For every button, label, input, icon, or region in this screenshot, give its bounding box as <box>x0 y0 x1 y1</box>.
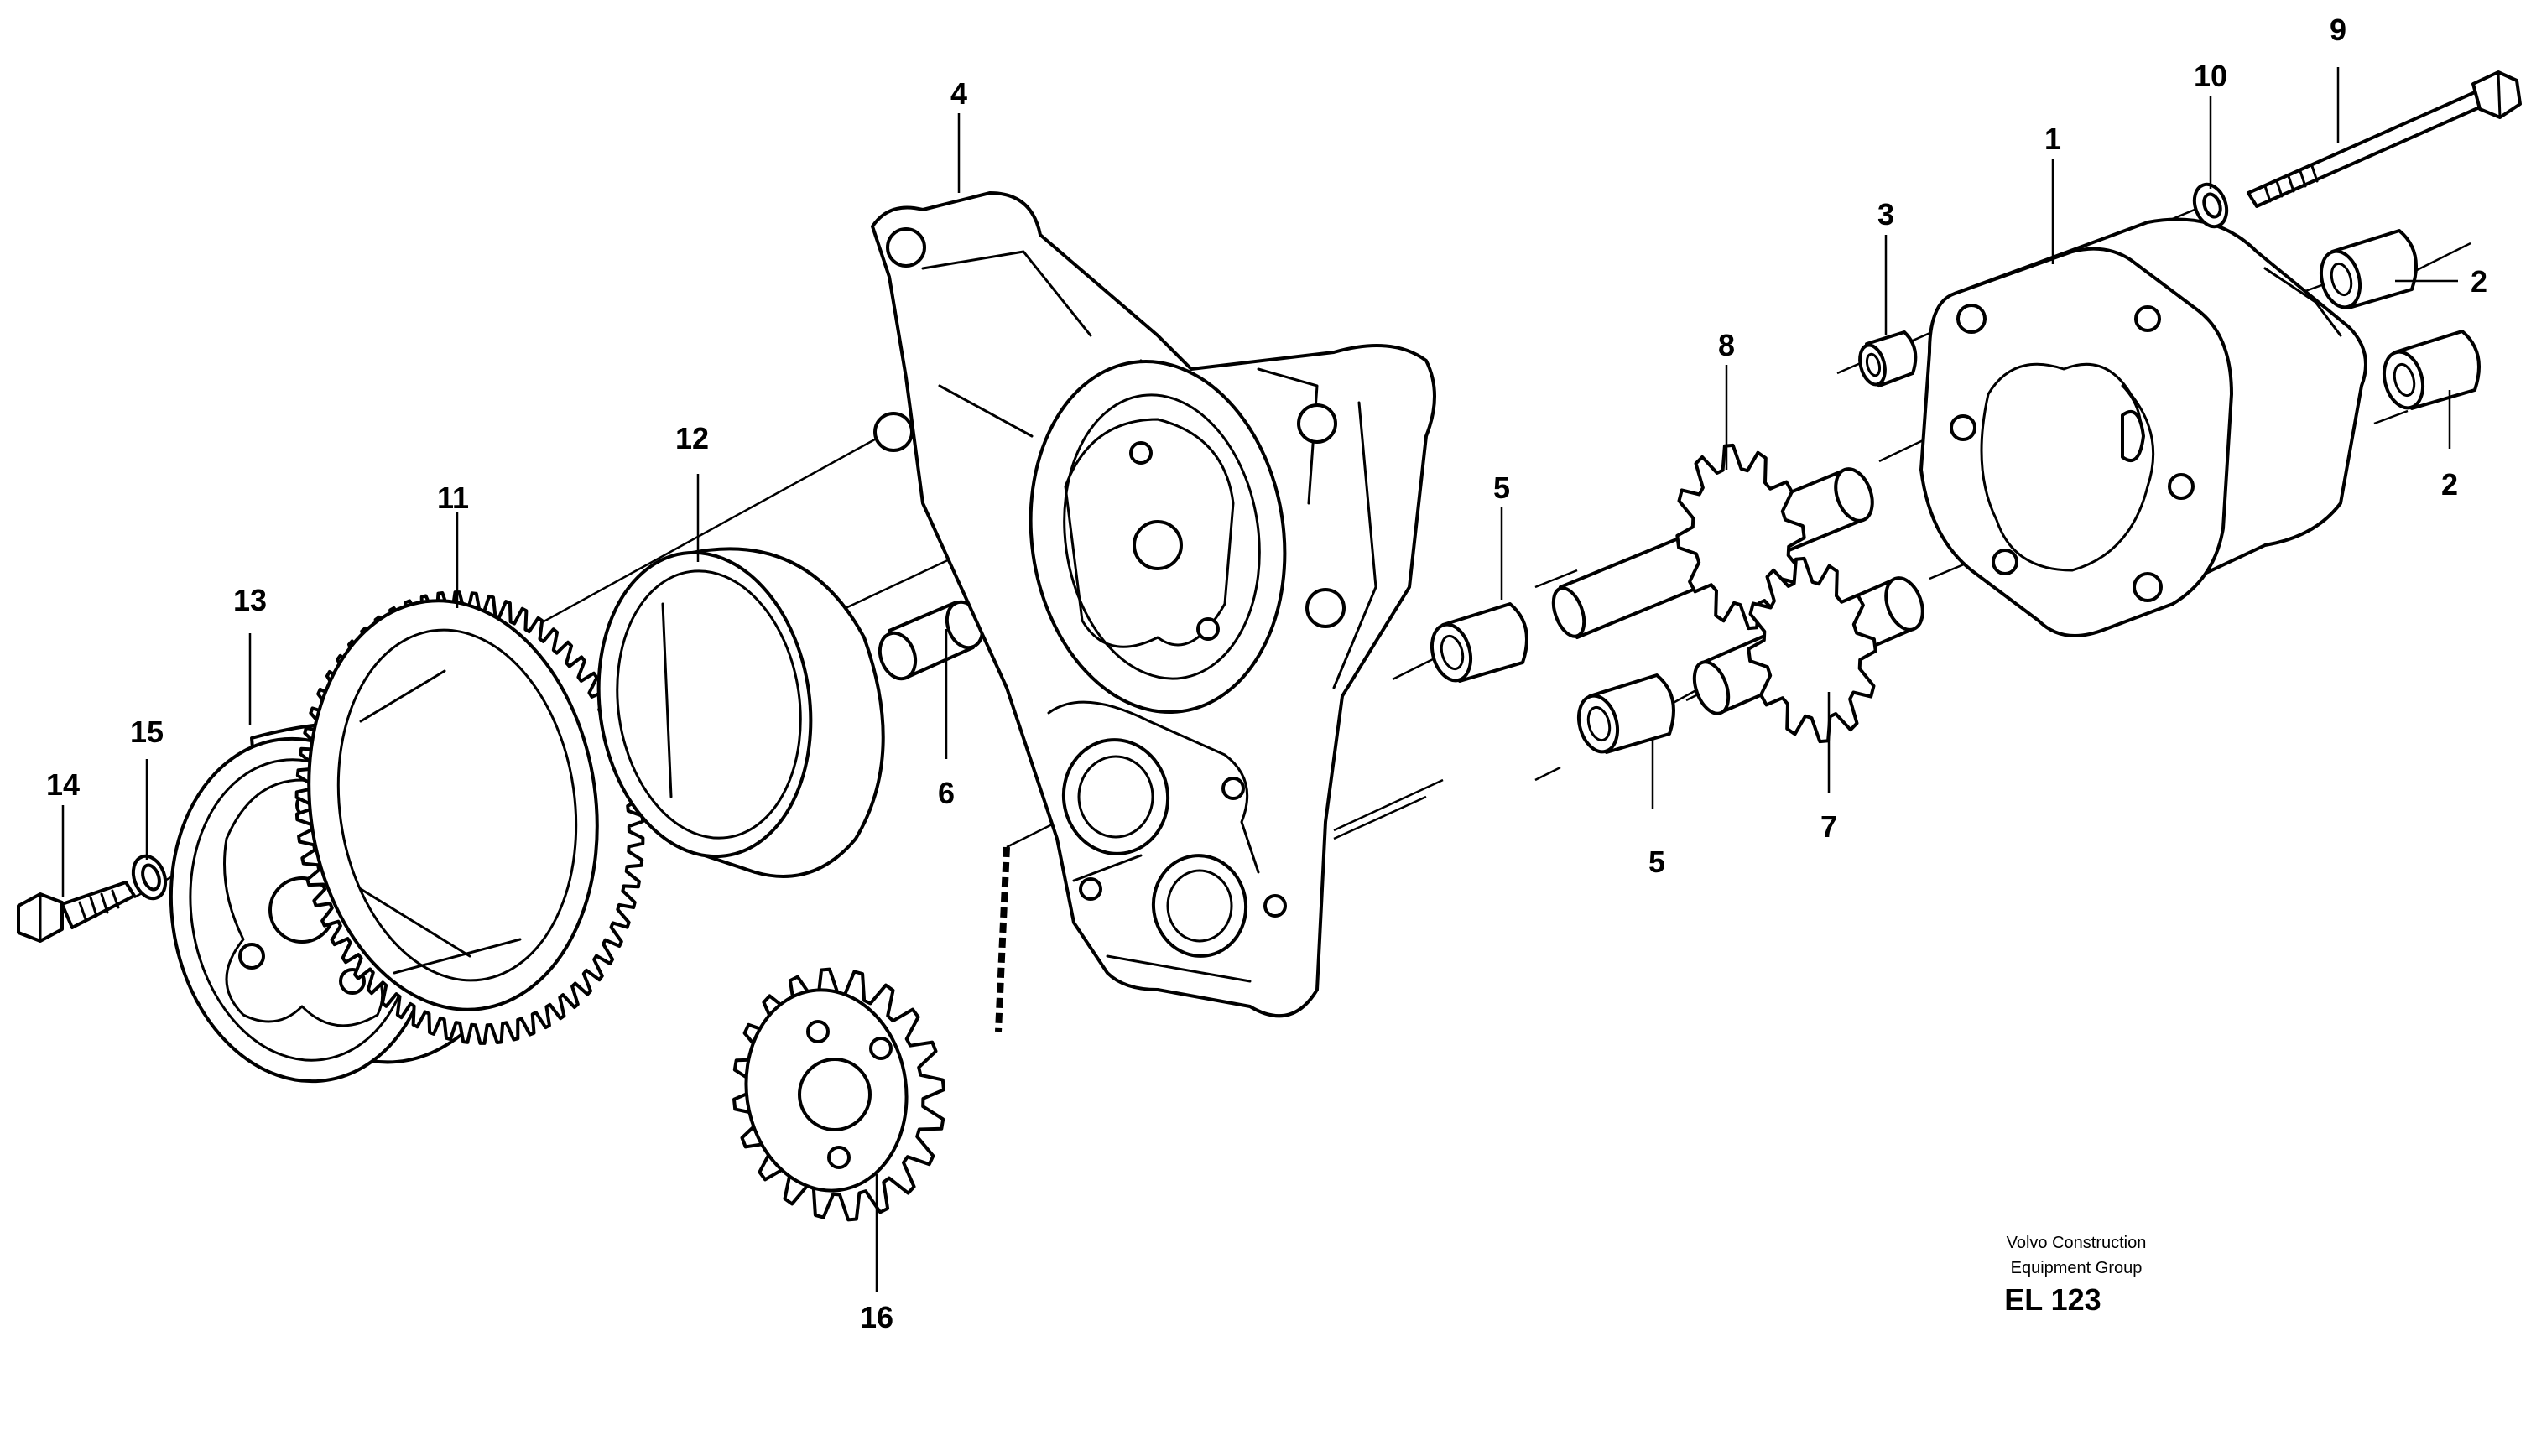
sleeve-part-6 <box>878 600 985 681</box>
housing-part-4 <box>871 191 1436 1018</box>
bushing-part-3 <box>1858 330 1918 387</box>
caption-company-line-2: Equipment Group <box>2011 1259 2143 1277</box>
callout-2-lower: 2 <box>2441 467 2458 502</box>
bushing-part-2-lower <box>2382 330 2481 410</box>
caption-block: Volvo Construction Equipment Group EL 12… <box>2004 1234 2146 1317</box>
callout-12: 12 <box>675 421 709 455</box>
gear-part-16 <box>732 967 945 1222</box>
callout-15: 15 <box>130 715 164 749</box>
bolt-part-14 <box>17 881 136 943</box>
callout-3: 3 <box>1877 197 1894 231</box>
callout-5-lower: 5 <box>1648 845 1665 879</box>
callout-7: 7 <box>1820 809 1837 844</box>
callout-2-upper: 2 <box>2471 264 2487 299</box>
leader-lines <box>61 67 2458 1292</box>
bushing-part-5-lower <box>1576 673 1675 754</box>
callout-16: 16 <box>860 1300 893 1334</box>
washer-part-15 <box>131 854 168 901</box>
washer-part-10 <box>2192 182 2229 229</box>
bolt-part-9 <box>2247 70 2522 208</box>
callout-11: 11 <box>437 481 469 515</box>
callout-5-upper: 5 <box>1493 471 1510 505</box>
callout-4: 4 <box>950 76 967 111</box>
callout-10: 10 <box>2194 59 2227 93</box>
ring-part-12 <box>596 547 885 878</box>
bushing-part-2-upper <box>2319 229 2418 309</box>
callout-9: 9 <box>2330 13 2346 47</box>
callout-8: 8 <box>1718 328 1735 362</box>
caption-figure-code: EL 123 <box>2004 1282 2101 1317</box>
gear-part-11 <box>294 590 645 1045</box>
pump-body-part-1 <box>1919 217 2367 637</box>
callout-6: 6 <box>938 776 955 810</box>
callout-1: 1 <box>2044 122 2061 156</box>
dashed-mesh-line <box>995 846 1010 1032</box>
caption-company-line-1: Volvo Construction <box>2007 1234 2147 1252</box>
callout-14: 14 <box>46 767 80 802</box>
bushing-part-5-upper <box>1430 602 1528 683</box>
callout-labels: 1 2 2 3 4 5 5 6 7 8 9 10 11 12 13 14 15 … <box>46 13 2487 1334</box>
gear-part-7 <box>1692 556 1924 744</box>
callout-13: 13 <box>233 583 267 617</box>
